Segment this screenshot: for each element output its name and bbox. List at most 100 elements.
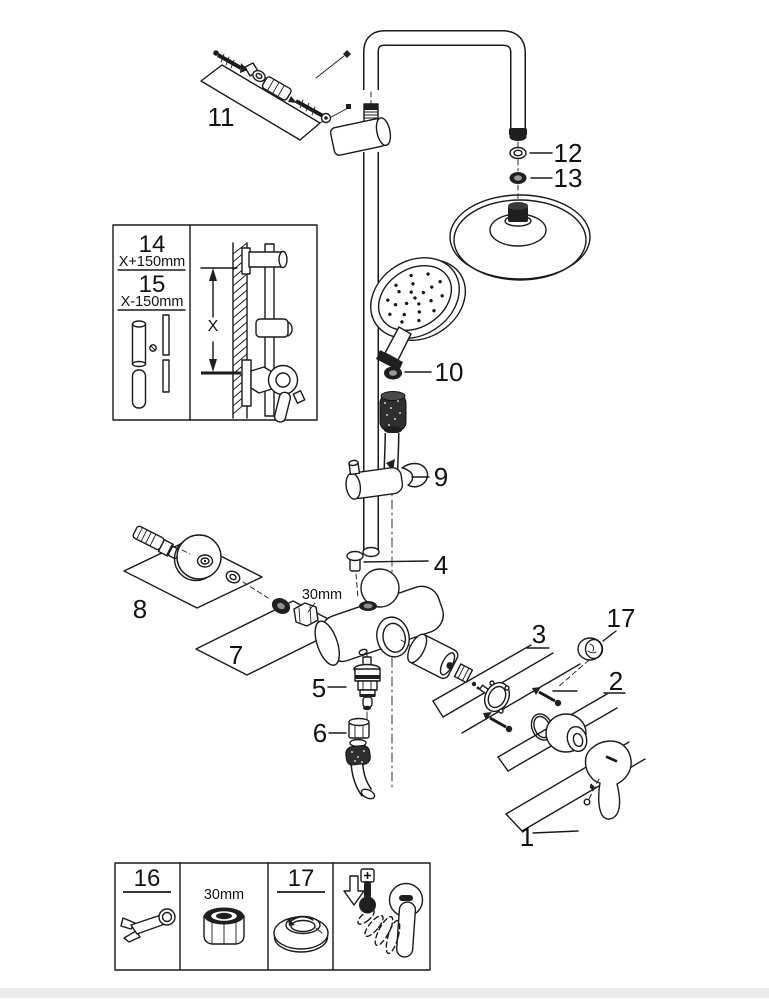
shower-arm-fill: [364, 31, 525, 131]
handle-inlet-collar: [376, 350, 403, 371]
inset-glide-element: [255, 318, 293, 338]
part-10-seal: 10: [384, 357, 463, 387]
hose-nut: [379, 391, 407, 434]
callout-15: 15: [139, 271, 166, 298]
retaining-ring-icon: [483, 680, 511, 714]
union-nut-30mm: [293, 602, 319, 627]
inset-mixer-valve: [241, 359, 306, 423]
axis-dash: [355, 573, 359, 599]
legend-callout-16: 16: [134, 865, 161, 892]
part-11-fixing-set: 11: [200, 50, 351, 141]
head-shower-rim: [453, 199, 587, 281]
legend-nut-size: 30mm: [204, 887, 244, 903]
dimension-x: X: [200, 267, 241, 375]
callout-1: 1: [520, 822, 534, 852]
callout-11: 11: [208, 102, 235, 132]
part-8-union-escutcheon: 8: [123, 525, 269, 624]
part-5-check-valve: 5: [312, 656, 381, 711]
rail-tube-long-icon: [131, 320, 147, 409]
pipe-mount-marker: [343, 50, 351, 58]
nut-size-label: 30mm: [302, 587, 342, 603]
part-13-seal: 13: [509, 163, 583, 193]
cartridge-housing-face: [376, 616, 410, 658]
spray-nozzle-dots: [386, 272, 444, 324]
screw-icon: [213, 50, 248, 73]
valve-top-dome: [360, 568, 400, 608]
callout-6: 6: [313, 718, 327, 748]
hose-connection-end: [345, 738, 376, 800]
wall-plug-icon: [261, 76, 292, 101]
lever-handle-icon: [584, 740, 632, 820]
legend-cell-16: 16: [120, 865, 176, 943]
part-12-washer: 12: [509, 138, 582, 168]
washer-icon: [225, 570, 241, 584]
legend-cell-temperature: [343, 868, 424, 958]
hub-nut-top: [508, 202, 528, 210]
legend-callout-17: 17: [288, 865, 315, 892]
hand-shower-holder-hook: [401, 462, 429, 488]
callout-5: 5: [312, 673, 326, 703]
inset-top-bracket: [241, 247, 288, 275]
axis-dash: [557, 659, 590, 688]
down-arrow-icon: [343, 875, 365, 906]
washer-icon: [252, 69, 266, 83]
footer-strip: [0, 990, 769, 998]
callout-8: 8: [133, 594, 147, 624]
callout-13: 13: [554, 163, 583, 193]
callout-3: 3: [532, 619, 546, 649]
inset-rail-length-box: 14 X+150mm 15 X-150mm: [112, 224, 318, 423]
rail-tube-short-icon: [162, 314, 170, 393]
callout-10: 10: [435, 357, 464, 387]
head-shower-plate: [449, 194, 591, 280]
arm-outlet-tip: [509, 133, 527, 141]
callout-9: 9: [434, 462, 448, 492]
cartridge-icon: [407, 633, 459, 679]
part-3-cartridge-set: 3: [407, 619, 581, 734]
part-6-nut: 6: [313, 717, 370, 748]
dimension-14: X+150mm: [119, 254, 186, 270]
leader-connector-3: [432, 700, 444, 718]
axis-dash: [588, 778, 600, 800]
parts-5-6-group: 5 6: [312, 649, 381, 800]
leader-connector-1: [505, 813, 523, 832]
leader-stub-1: [532, 830, 579, 834]
legend-cell-30mm: 30mm: [203, 887, 245, 945]
rail-end-cap: [362, 546, 380, 558]
fixing-screw-icon: [483, 712, 513, 733]
part-17-plug-cap: 17: [557, 603, 636, 688]
callout-7: 7: [229, 640, 243, 670]
wrench-icon: [120, 908, 176, 943]
fixing-screw-icon: [532, 687, 562, 707]
screw-icon: [288, 96, 332, 124]
grub-screw-icon: [149, 344, 157, 352]
legend-strip: 16 30mm 17: [114, 862, 431, 971]
part-2-cap-oring: 2: [497, 666, 626, 772]
wall-bracket: [329, 117, 392, 156]
escutcheon-cap-icon: [273, 915, 329, 953]
bracket-mount-marker: [346, 104, 351, 109]
hub-nut: [508, 206, 528, 222]
s-union-icon: [132, 525, 181, 560]
mixer-valve-body: [314, 568, 444, 666]
dimension-15: X-150mm: [121, 294, 184, 310]
callout-2: 2: [609, 666, 623, 696]
legend-cell-17: 17: [273, 865, 329, 953]
leader-line-3: [432, 644, 532, 702]
part-1-lever-handle: 1: [505, 740, 646, 852]
hand-shower-head: [370, 257, 467, 341]
cartridge-nut-icon: [453, 663, 474, 684]
axis-dash: [181, 549, 191, 555]
part-9-glide-element: 9: [345, 459, 448, 500]
thermometer-icon: [359, 868, 376, 914]
dimension-x-label: X: [208, 318, 219, 335]
callout-4: 4: [434, 550, 448, 580]
lever-with-hand-icon: [357, 882, 424, 958]
callout-17: 17: [607, 603, 636, 633]
leader-line-to-pipe: [315, 55, 345, 79]
hand-shower-group: 10: [370, 257, 467, 789]
part-4-screw-plug: 4: [346, 550, 448, 599]
leader-line-4: [363, 560, 429, 563]
